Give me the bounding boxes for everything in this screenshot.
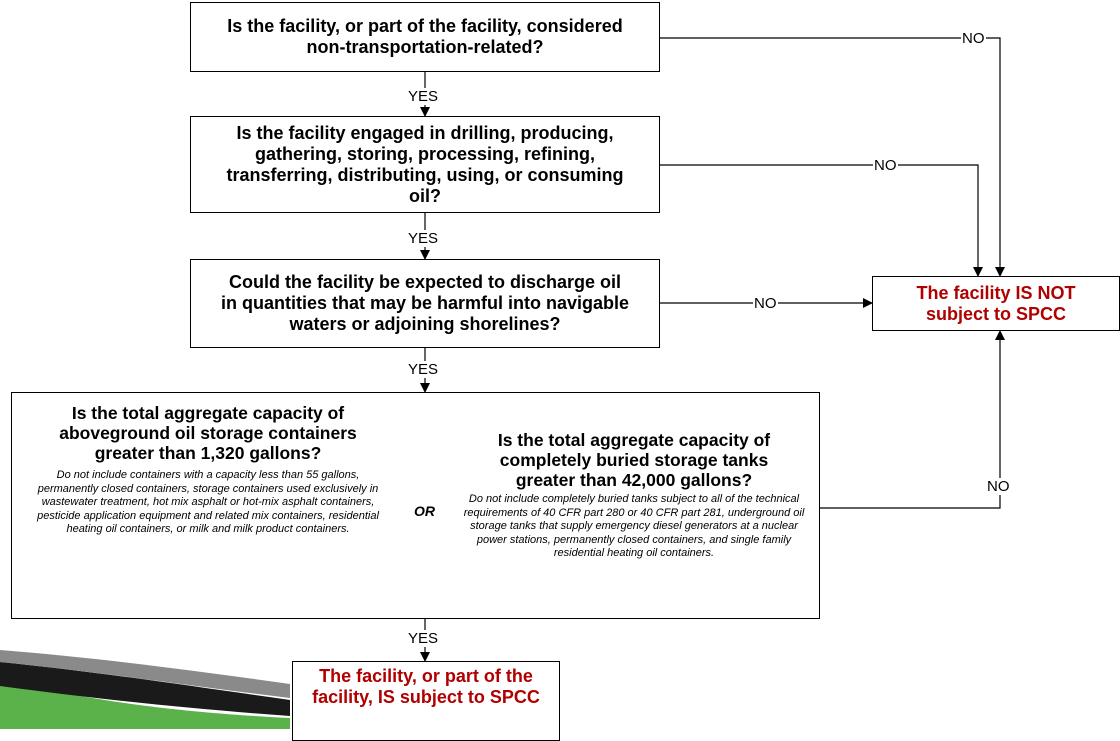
result-text: The facility IS NOT subject to SPCC — [916, 282, 1076, 324]
no-label: NO — [986, 478, 1011, 495]
yes-label: YES — [407, 88, 440, 105]
aboveground-title: Is the total aggregate capacity of above… — [59, 403, 357, 463]
connector-q2-no — [660, 164, 983, 277]
question-non-transportation: Is the facility, or part of the facility… — [190, 2, 660, 72]
or-label: OR — [414, 503, 435, 519]
aboveground-section: Is the total aggregate capacity of above… — [30, 403, 386, 537]
result-text: The facility, or part of the facility, I… — [312, 666, 540, 707]
question-text: Could the facility be expected to discha… — [220, 272, 630, 334]
aboveground-note: Do not include containers with a capacit… — [37, 469, 379, 535]
yes-label: YES — [407, 230, 440, 247]
question-text: Is the facility engaged in drilling, pro… — [226, 122, 624, 206]
buried-note: Do not include completely buried tanks s… — [463, 493, 805, 559]
question-discharge: Could the facility be expected to discha… — [190, 259, 660, 348]
decorative-swoosh — [0, 650, 290, 729]
result-not-subject: The facility IS NOT subject to SPCC — [872, 276, 1120, 331]
buried-title: Is the total aggregate capacity of compl… — [497, 430, 771, 490]
question-text: Is the facility, or part of the facility… — [227, 16, 623, 57]
buried-section: Is the total aggregate capacity of compl… — [458, 430, 810, 561]
connector-q4-no — [820, 330, 1005, 509]
question-oil-activities: Is the facility engaged in drilling, pro… — [190, 116, 660, 213]
yes-label: YES — [407, 361, 440, 378]
connector-q1-no — [660, 37, 1005, 277]
question-storage-capacity: Is the total aggregate capacity of above… — [11, 392, 820, 619]
no-label: NO — [753, 295, 778, 312]
no-label: NO — [961, 30, 986, 47]
yes-label: YES — [407, 630, 440, 647]
result-subject: The facility, or part of the facility, I… — [292, 661, 560, 741]
no-label: NO — [873, 157, 898, 174]
